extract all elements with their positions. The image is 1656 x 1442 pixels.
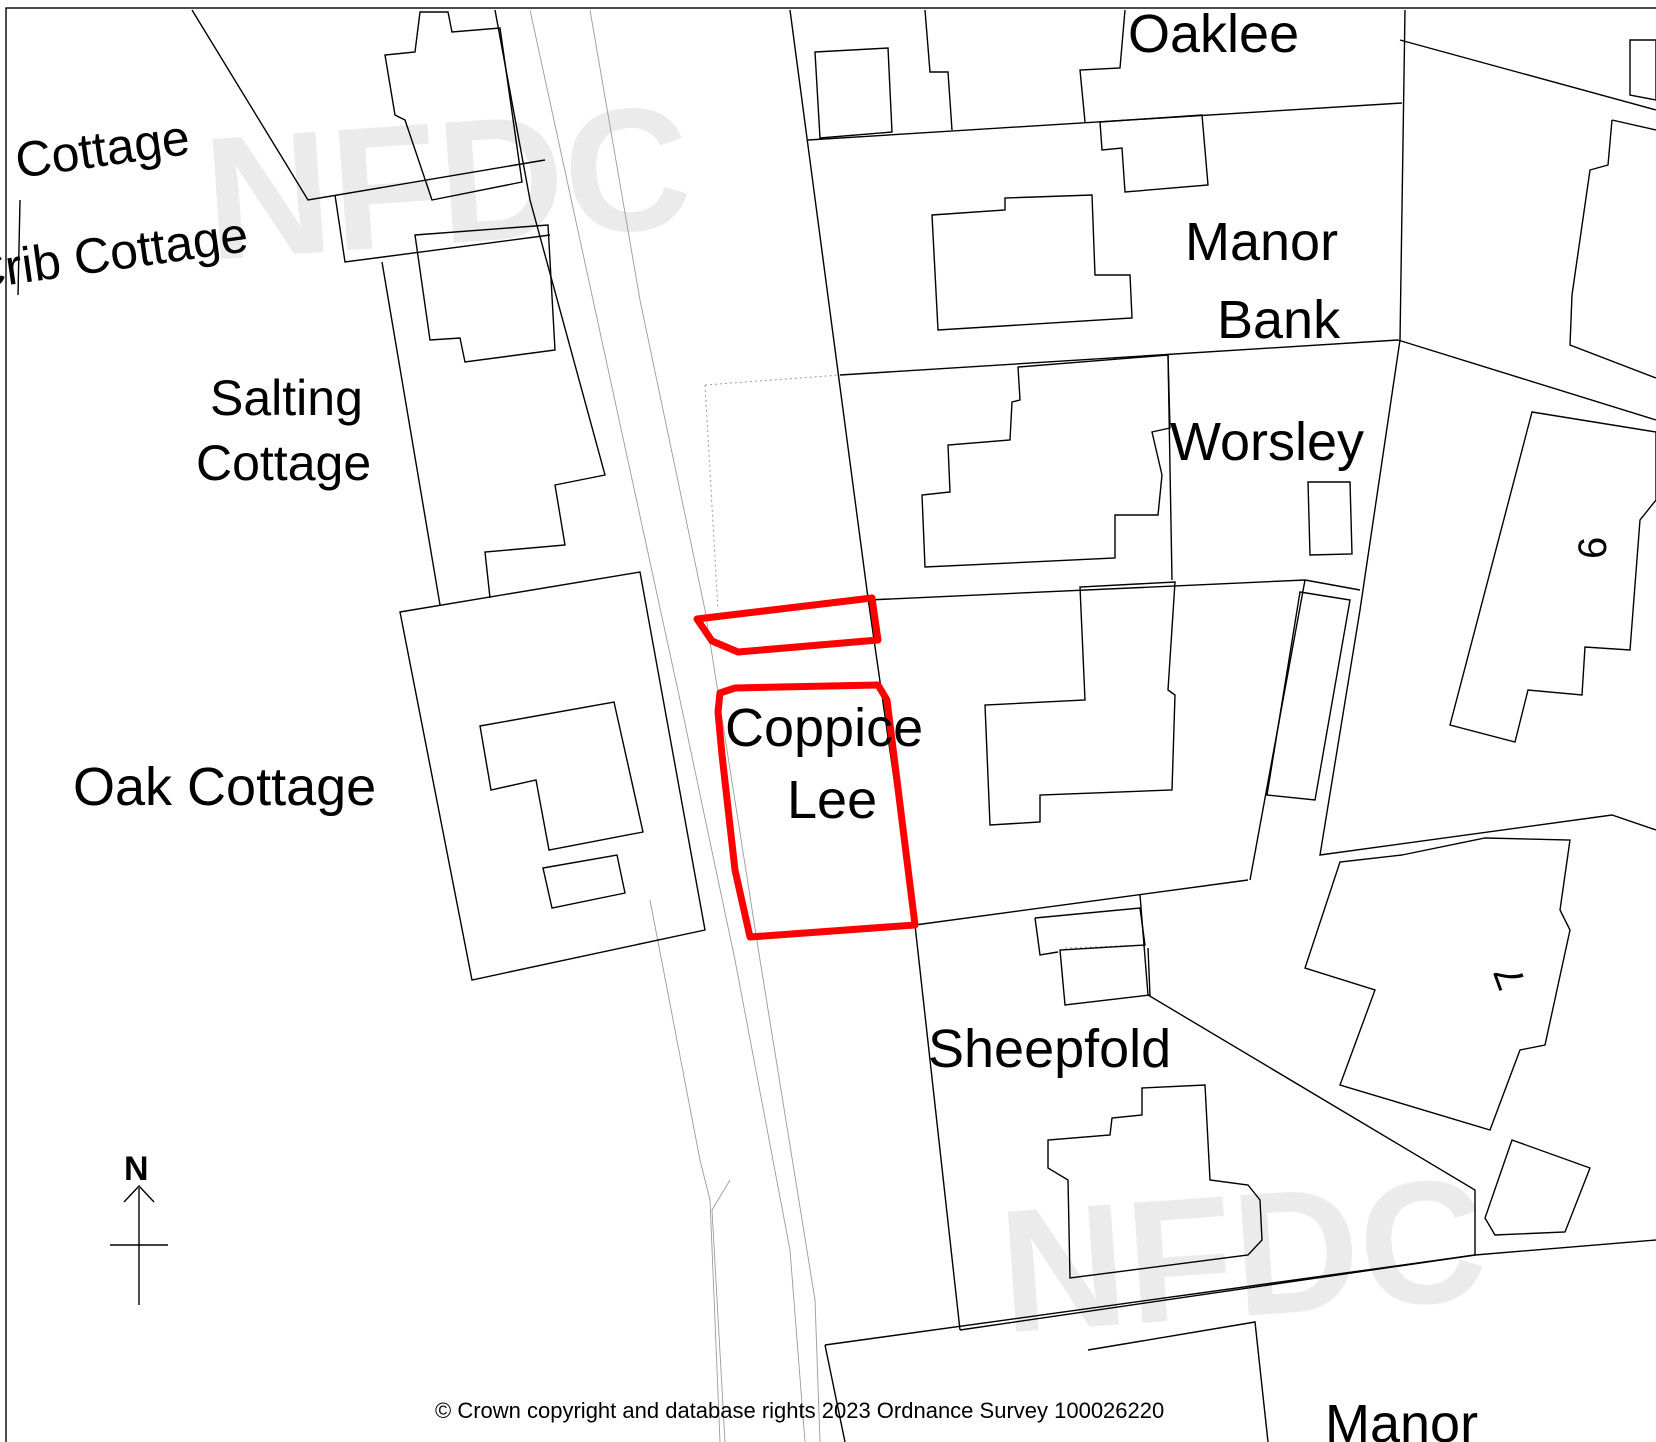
site-boundary-north-strip [693,594,882,656]
label-salting-cottage: Cottage [196,435,371,491]
west-plots [17,9,706,981]
copyright-notice: © Crown copyright and database rights 20… [435,1398,1164,1423]
east-plots [789,9,1656,1442]
label-lee: Lee [787,770,877,830]
site-boundary-main [714,681,919,941]
road-lines [529,9,1146,1442]
label-worsley: Worsley [1170,412,1364,472]
site-boundary [693,594,919,941]
north-label: N [124,1150,149,1188]
label-house-7: 7 [1485,959,1534,995]
label-manor-bottom: Manor [1325,1394,1478,1442]
label-house-6: 6 [1571,537,1615,559]
label-coppice: Coppice [725,698,923,758]
map-border [5,7,1656,1442]
label-oak-cottage: Oak Cottage [73,757,376,817]
watermark-top: NFDC [198,69,696,297]
label-sheepfold: Sheepfold [928,1019,1171,1079]
label-salting: Salting [210,370,363,426]
label-manor-bank-2: Bank [1217,290,1341,350]
label-manor-bank-1: Manor [1185,212,1338,272]
label-cottage: Cottage [12,109,193,189]
north-arrow: N [110,1150,168,1305]
label-oaklee: Oaklee [1128,4,1299,64]
